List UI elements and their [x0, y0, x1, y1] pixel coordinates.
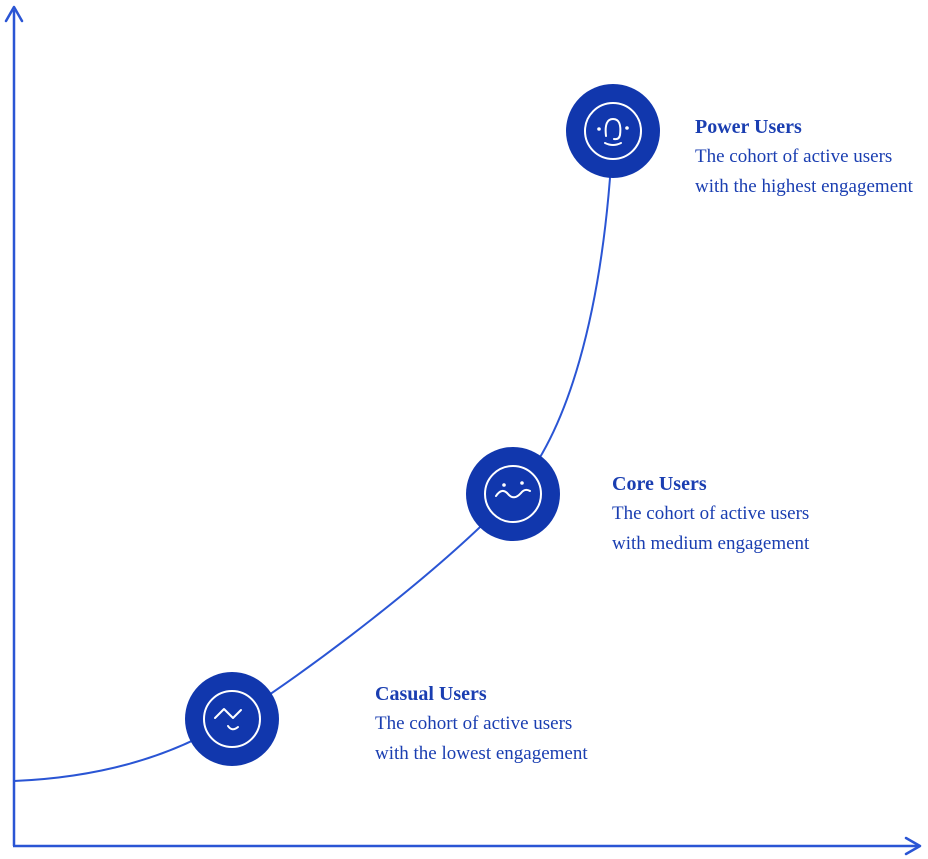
node-core-users	[466, 447, 560, 541]
node-power-users	[566, 84, 660, 178]
node-casual-users-text: Casual Users The cohort of active users …	[375, 679, 597, 769]
node-power-users-text: Power Users The cohort of active users w…	[695, 112, 917, 202]
x-axis-arrow-icon	[904, 836, 922, 856]
node-description: The cohort of active users with medium e…	[612, 503, 810, 554]
core-face-icon	[484, 465, 542, 523]
node-core-users-text: Core Users The cohort of active users wi…	[612, 469, 834, 559]
node-title: Power Users	[695, 116, 802, 138]
node-description: The cohort of active users with the high…	[695, 146, 913, 197]
y-axis-arrow-icon	[4, 5, 24, 23]
casual-face-icon	[203, 690, 261, 748]
node-description: The cohort of active users with the lowe…	[375, 713, 588, 764]
node-title: Core Users	[612, 473, 707, 495]
node-casual-users	[185, 672, 279, 766]
node-title: Casual Users	[375, 683, 487, 705]
growth-curve	[13, 130, 614, 782]
power-face-icon	[584, 102, 642, 160]
